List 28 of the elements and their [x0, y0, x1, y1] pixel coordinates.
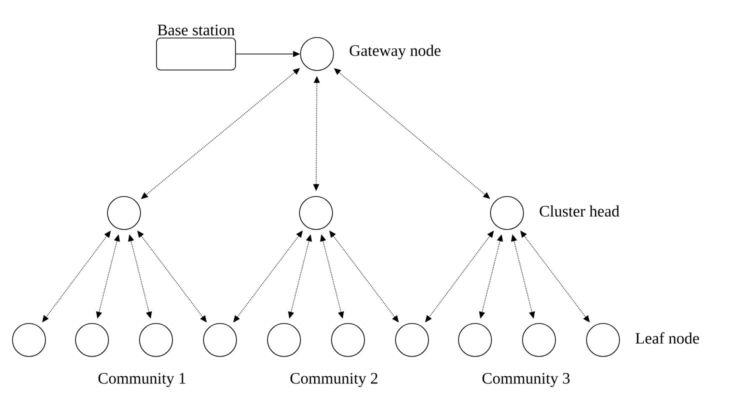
node-circle	[203, 323, 237, 357]
node-circle	[107, 196, 141, 230]
node-circle	[299, 196, 333, 230]
node-circle	[75, 323, 109, 357]
node-circle	[267, 323, 301, 357]
node-circle	[522, 323, 556, 357]
node-circle	[12, 323, 46, 357]
community-label: Community 3	[482, 373, 570, 388]
base-station-box: Base station	[156, 24, 236, 70]
node-label: Gateway node	[350, 44, 440, 60]
community-label: Community 1	[98, 373, 186, 388]
arrow	[233, 230, 303, 322]
arrow	[137, 230, 207, 322]
node-circle	[395, 323, 429, 357]
node-label: Cluster head	[540, 205, 620, 217]
community-label: Community 2	[290, 373, 378, 388]
node-circle	[139, 323, 173, 357]
arrow	[42, 230, 111, 322]
node-circle	[458, 323, 492, 357]
node-circle	[300, 37, 334, 71]
arrow	[425, 230, 494, 322]
node-circle	[490, 196, 524, 230]
arrow	[520, 230, 590, 322]
arrow	[329, 230, 399, 322]
node-circle	[331, 323, 365, 357]
node-circle	[586, 323, 620, 357]
node-label: Base station	[158, 24, 235, 36]
node-label: Leaf node	[636, 332, 699, 344]
